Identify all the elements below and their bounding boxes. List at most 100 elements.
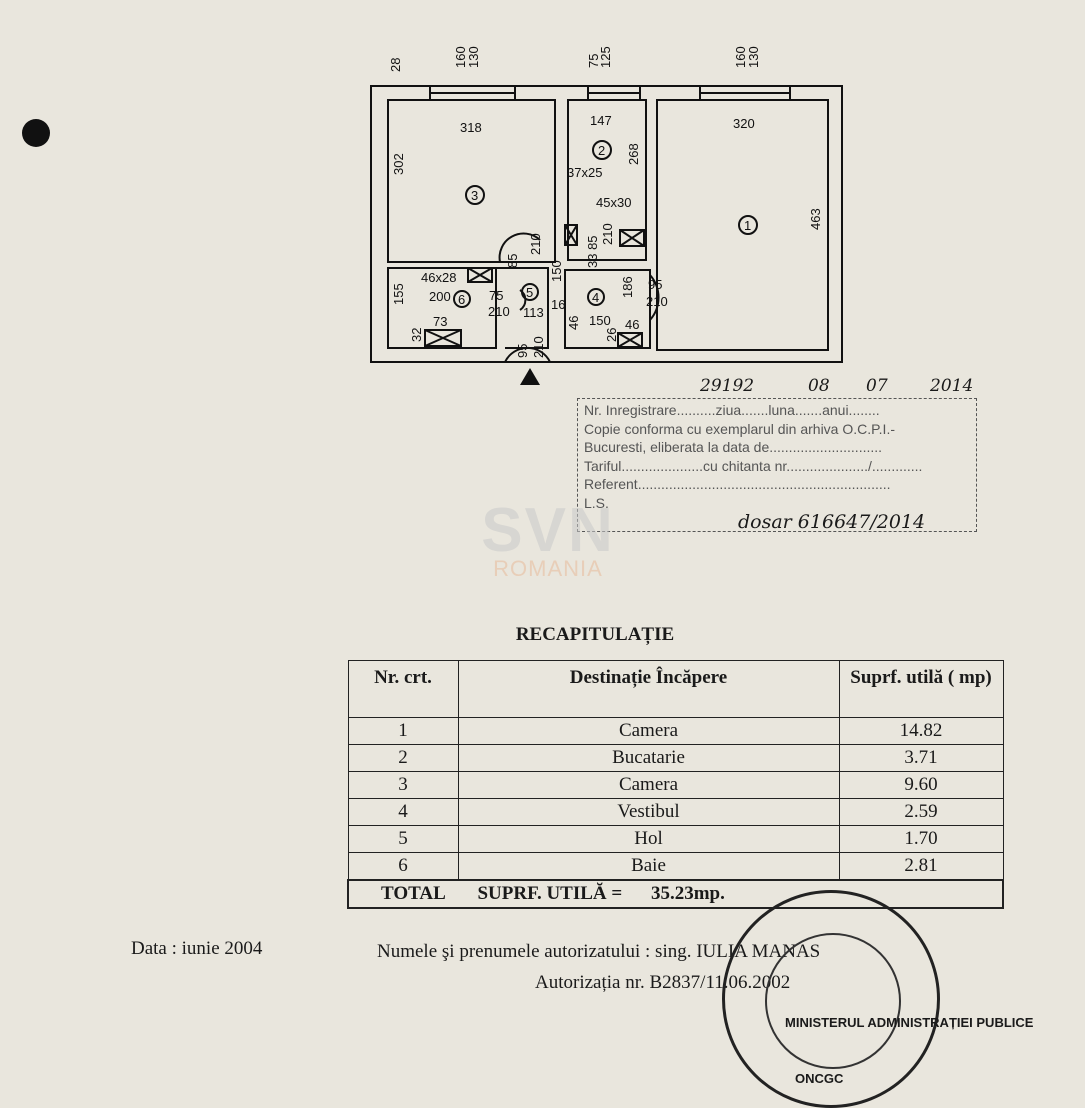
dimension-label: 16 xyxy=(551,297,565,312)
row-nr: 1 xyxy=(347,717,459,745)
dimension-label: 95 xyxy=(648,277,662,292)
dimension-label: 210 xyxy=(528,233,543,255)
dimension-label: 75 xyxy=(489,288,503,303)
window xyxy=(587,86,641,100)
summary-table: Nr. crt. Destinație Încăpere Suprf. util… xyxy=(347,660,1004,909)
watermark-brand: SVN xyxy=(481,496,615,565)
header-area: Suprf. utilă ( mp) xyxy=(838,660,1004,718)
dimension-label: 318 xyxy=(460,120,482,135)
dimension-label: 4 xyxy=(592,290,599,305)
row-nr: 2 xyxy=(347,744,459,772)
dimension-label: 125 xyxy=(598,46,613,68)
dimension-label: 1 xyxy=(744,218,751,233)
dimension-label: 150 xyxy=(549,260,564,282)
dimension-label: 302 xyxy=(391,153,406,175)
door-arc xyxy=(498,232,541,263)
reg-line: Nr. Inregistrare..........ziua.......lun… xyxy=(584,402,880,418)
seal-text-top: MINISTERUL ADMINISTRAȚIEI PUBLICE xyxy=(785,1015,1034,1030)
dimension-label: 150 xyxy=(589,313,611,328)
watermark-logo: SVN ROMANIA xyxy=(408,495,688,582)
reg-line: Copie conforma cu exemplarul din arhiva … xyxy=(584,420,895,437)
header-destination: Destinație Încăpere xyxy=(457,660,840,718)
dimension-label: 210 xyxy=(600,223,615,245)
document-date: Data : iunie 2004 xyxy=(131,938,263,959)
handwritten-day: 08 xyxy=(808,376,830,396)
row-area: 2.59 xyxy=(838,798,1004,826)
dimension-label: 200 xyxy=(429,289,451,304)
duct-icons xyxy=(424,224,645,348)
registration-stamp: Nr. Inregistrare..........ziua.......lun… xyxy=(577,398,977,532)
reg-line: L.S. xyxy=(584,494,609,511)
room-6 xyxy=(387,267,497,349)
reg-line: Tariful.....................cu chitanta … xyxy=(584,457,923,474)
dimension-label: 95 xyxy=(515,344,530,358)
dimension-label: 155 xyxy=(391,283,406,305)
dimension-label: 130 xyxy=(466,46,481,68)
row-destination: Vestibul xyxy=(457,798,840,826)
dimension-label: 160 xyxy=(453,46,468,68)
dimension-label: 46x28 xyxy=(421,270,456,285)
window xyxy=(429,86,516,100)
row-nr: 4 xyxy=(347,798,459,826)
row-destination: Baie xyxy=(457,852,840,881)
dimension-label: 113 xyxy=(523,305,544,320)
row-area: 2.81 xyxy=(838,852,1004,881)
header-nr: Nr. crt. xyxy=(347,660,459,718)
dimension-label: 147 xyxy=(590,113,612,128)
window xyxy=(699,86,791,100)
total-row: TOTAL SUPRF. UTILĂ = 35.23mp. xyxy=(347,879,1004,909)
dimension-label: 46 xyxy=(566,316,581,330)
reg-line: Bucuresti, eliberata la data de.........… xyxy=(584,439,883,455)
dimension-label: 45x30 xyxy=(596,195,631,210)
dimension-label: 463 xyxy=(808,208,823,230)
room-2 xyxy=(567,99,647,261)
dimension-label: 28 xyxy=(388,58,403,72)
dimension-label: 3 xyxy=(471,188,478,203)
seal-text-bottom: ONCGC xyxy=(795,1071,844,1086)
total-label: TOTAL xyxy=(381,883,445,904)
dimension-label: 26 xyxy=(604,328,619,342)
dimension-label: 160 xyxy=(733,46,748,68)
row-nr: 5 xyxy=(347,825,459,853)
row-area: 9.60 xyxy=(838,771,1004,799)
dimension-label: 5 xyxy=(526,285,533,300)
dimension-label: 6 xyxy=(458,292,465,307)
dimension-label: 210 xyxy=(531,336,546,358)
dimension-label: 73 xyxy=(433,314,447,329)
row-destination: Camera xyxy=(457,717,840,745)
reg-line: Referent................................… xyxy=(584,476,891,492)
dimension-label: 130 xyxy=(746,46,761,68)
handwritten-nr: 29192 xyxy=(700,376,755,396)
authorized-name: Numele şi prenumele autorizatului : sing… xyxy=(377,941,821,962)
dimension-label: 37x25 xyxy=(567,165,602,180)
row-area: 14.82 xyxy=(838,717,1004,745)
punch-hole xyxy=(22,119,50,147)
dimension-label: 268 xyxy=(626,143,641,165)
summary-title: RECAPITULAȚIE xyxy=(515,624,675,645)
room-4 xyxy=(564,269,651,349)
dimension-label: 186 xyxy=(620,276,635,298)
handwritten-year: 2014 xyxy=(930,376,974,396)
row-area: 3.71 xyxy=(838,744,1004,772)
handwritten-dosar: dosar 616647/2014 xyxy=(738,511,926,533)
dimension-label: 210 xyxy=(646,294,668,309)
dimension-label: 210 xyxy=(488,304,510,319)
total-value: 35.23mp. xyxy=(650,883,725,904)
outer-wall xyxy=(370,85,843,363)
dimension-label: 2 xyxy=(598,143,605,158)
row-destination: Hol xyxy=(457,825,840,853)
official-seal: MINISTERUL ADMINISTRAȚIEI PUBLICE ONCGC xyxy=(722,890,1033,1108)
watermark-sub: ROMANIA xyxy=(493,556,603,581)
dimension-label: 32 xyxy=(409,328,424,342)
handwritten-month: 07 xyxy=(866,376,888,396)
row-area: 1.70 xyxy=(838,825,1004,853)
room-1 xyxy=(656,99,829,351)
row-nr: 3 xyxy=(347,771,459,799)
dimension-label: 85 xyxy=(505,254,520,268)
entrance-arrow-icon xyxy=(520,368,540,385)
